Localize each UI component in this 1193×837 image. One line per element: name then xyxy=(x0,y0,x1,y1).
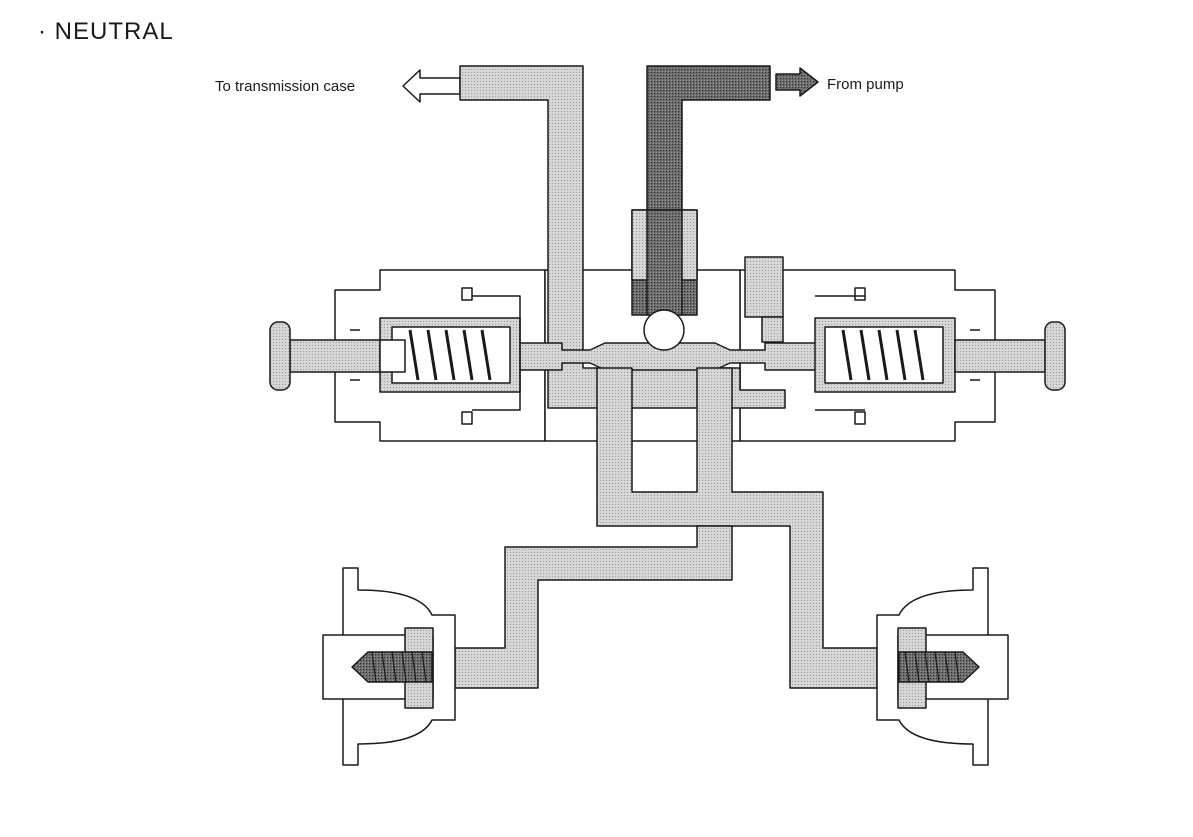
page-title: · NEUTRAL xyxy=(38,18,174,45)
return-arrow-icon xyxy=(402,69,461,103)
right-spring-icon xyxy=(841,329,925,381)
center-vertical-passages xyxy=(596,367,878,689)
right-plunger-rod xyxy=(954,339,1046,373)
left-pilot-line xyxy=(454,525,733,689)
label-to-transmission-case: To transmission case xyxy=(215,78,355,95)
check-ball xyxy=(643,309,685,351)
left-spring-icon xyxy=(408,329,492,381)
return-oil-line xyxy=(459,65,786,409)
pump-arrow-icon xyxy=(775,67,819,97)
left-relief-spring-icon xyxy=(351,651,433,683)
relief-port-block xyxy=(744,256,784,318)
left-plunger-rod xyxy=(289,339,381,373)
left-knob xyxy=(269,321,291,391)
right-knob xyxy=(1044,321,1066,391)
label-from-pump: From pump xyxy=(827,76,904,93)
right-relief-spring-icon xyxy=(898,651,980,683)
